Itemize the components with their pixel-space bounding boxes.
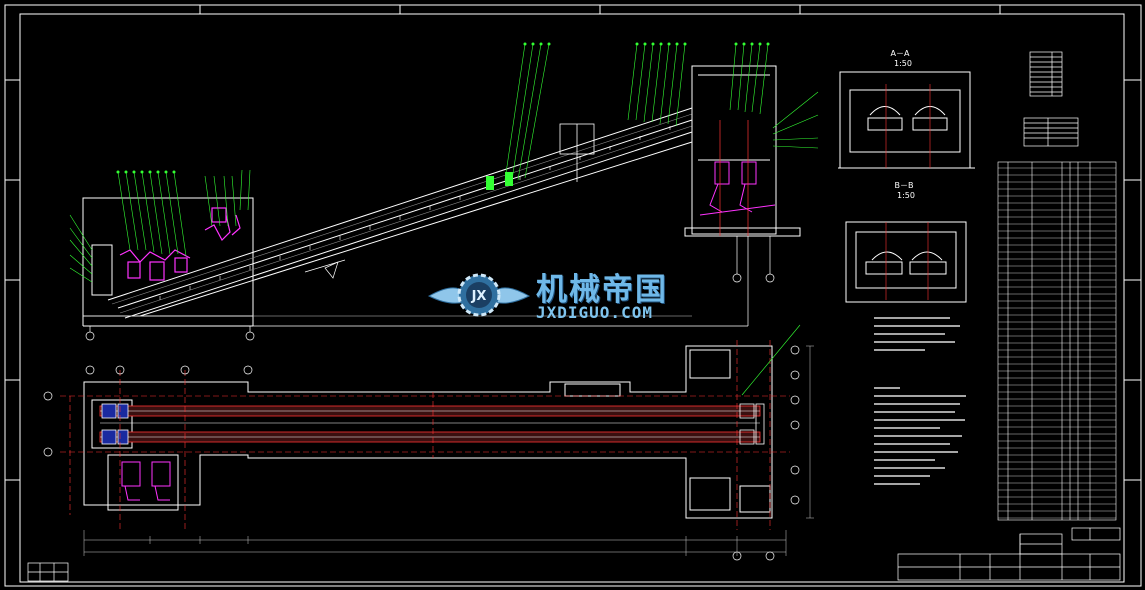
gear-wings-logo-icon: JX <box>427 273 531 317</box>
section-aa-axis <box>885 84 931 168</box>
drawing-frame <box>4 4 1142 587</box>
watermark: JX 机械帝国 JXDIGUO.COM <box>424 262 724 328</box>
parts-list-table <box>997 161 1117 521</box>
section-bb <box>845 221 967 303</box>
logo-initials: JX <box>471 289 487 304</box>
section-bb-scale: 1:50 <box>897 191 915 200</box>
watermark-title: 机械帝国 <box>536 272 668 308</box>
elevation-view <box>69 42 819 341</box>
section-bb-title: B－B <box>895 181 914 190</box>
watermark-subtitle: JXDIGUO.COM <box>536 303 653 322</box>
section-aa-title: A－A <box>891 49 910 58</box>
legend-table <box>1023 51 1079 147</box>
revision-table <box>27 562 69 582</box>
section-aa <box>838 71 975 169</box>
title-block <box>897 527 1121 581</box>
technical-notes <box>874 317 966 485</box>
section-aa-scale: 1:50 <box>894 59 912 68</box>
plan-view <box>43 324 814 561</box>
parts-list-rows <box>998 167 1116 519</box>
